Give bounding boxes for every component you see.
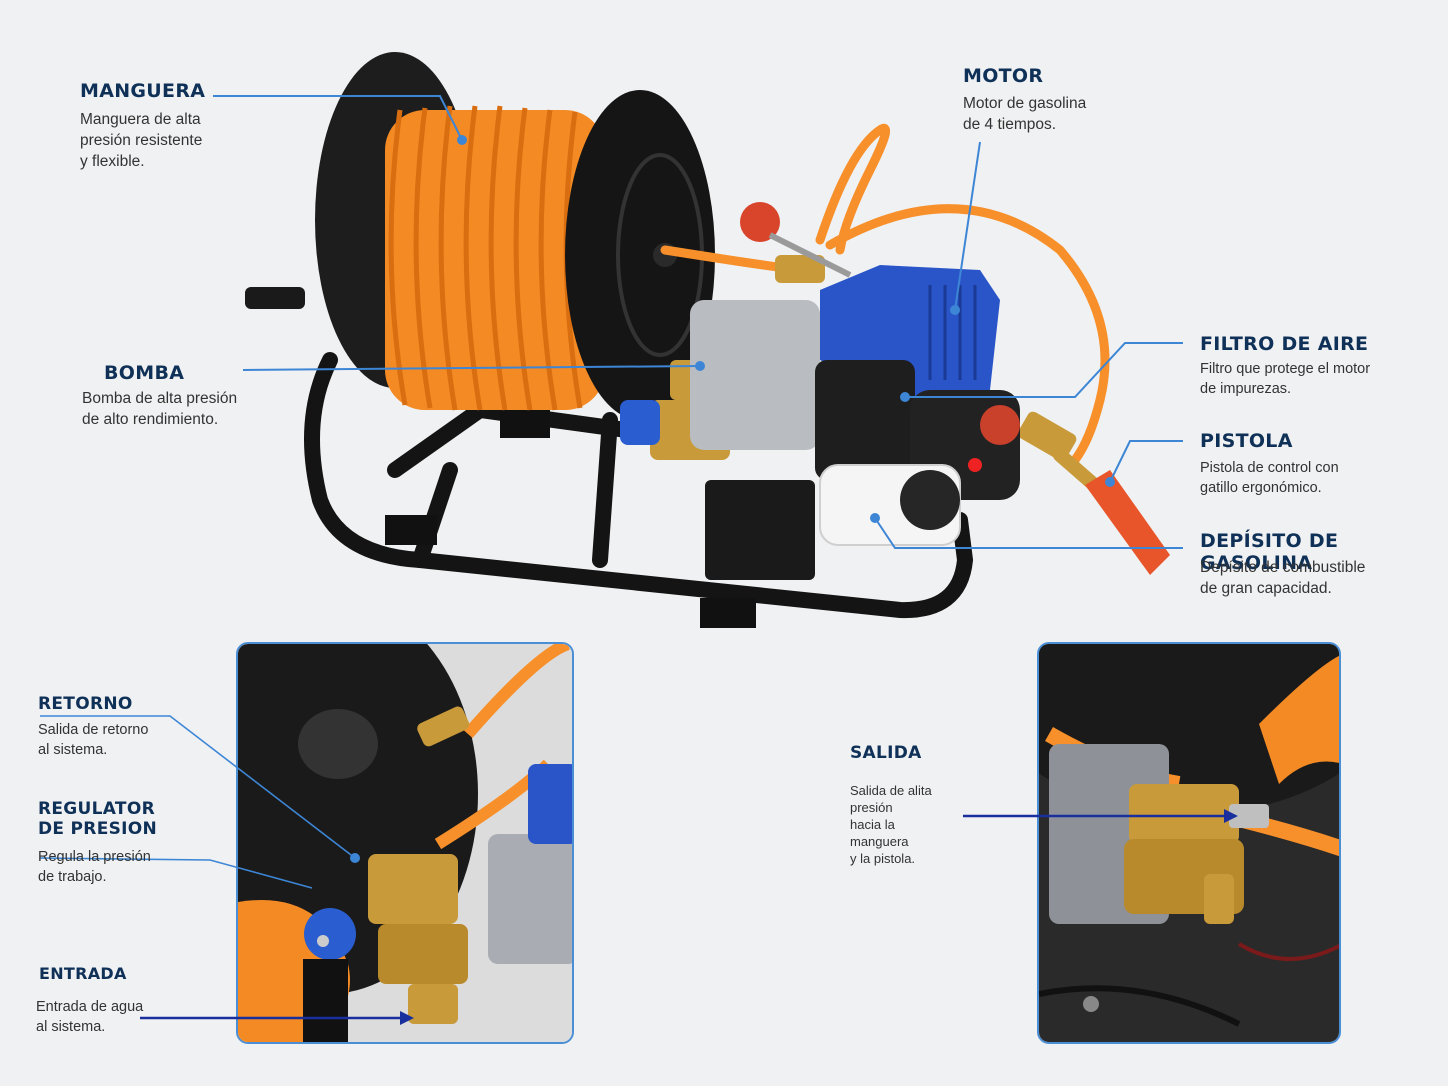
- air-filter: [815, 360, 915, 480]
- frame-foot: [500, 410, 550, 438]
- blue-regulator-knob: [620, 400, 660, 445]
- reel-front-disc: [565, 90, 715, 420]
- callout-retorno-title: RETORNO: [38, 694, 133, 714]
- callout-pistola-desc: Pistola de control con gatillo ergonómic…: [1200, 460, 1339, 496]
- pump-body: [690, 300, 820, 450]
- frame-foot: [385, 515, 437, 545]
- callout-motor-desc: Motor de gasolina de 4 tiempos.: [963, 95, 1087, 133]
- callout-regulator-desc: Regula la presión de trabajo.: [38, 849, 151, 885]
- leader-lines: [213, 95, 1183, 549]
- callout-salida-title: SALIDA: [850, 743, 922, 763]
- entrada-arrow: [140, 1011, 414, 1025]
- leader-dots: [457, 135, 1115, 523]
- hose-coil: [385, 105, 605, 411]
- callout-retorno-desc: Salida de retorno al sistema.: [38, 722, 149, 758]
- inset-photo-outlet-detail: [1037, 642, 1341, 1044]
- callout-filtro-desc: Filtro que protege el motor de impurezas…: [1200, 361, 1371, 397]
- callout-regulator-title: REGULATOR DE PRESION: [38, 799, 158, 839]
- inset-photo-pump-detail: [236, 642, 574, 1044]
- reel-handle: [245, 287, 305, 309]
- red-valve-knob: [740, 202, 780, 242]
- callout-filtro-title: FILTRO DE AIRE: [1200, 333, 1369, 355]
- frame-foot: [700, 598, 756, 628]
- outlet-detail-illustration: [1039, 644, 1339, 1042]
- callout-manguera-title: MANGUERA: [80, 80, 206, 102]
- callout-bomba-desc: Bomba de alta presión de alto rendimient…: [82, 390, 238, 428]
- callout-bomba-title: BOMBA: [104, 362, 185, 384]
- callout-pistola-title: PISTOLA: [1200, 430, 1293, 452]
- callout-deposito-title: DEPÍSITO DE GASOLINA: [1200, 530, 1339, 574]
- pump-detail-illustration: [238, 644, 572, 1042]
- callout-salida-desc: Salida de alita presión hacia la manguer…: [850, 783, 932, 866]
- salida-arrow: [963, 809, 1238, 823]
- callout-entrada-desc: Entrada de agua al sistema.: [36, 999, 144, 1035]
- callout-entrada-title: ENTRADA: [39, 964, 127, 983]
- callout-deposito-desc: Depísito de combustible de gran capacida…: [1200, 559, 1366, 597]
- callout-motor-title: MOTOR: [963, 65, 1044, 87]
- callout-manguera-desc: Manguera de alta presión resistente y fl…: [80, 111, 203, 170]
